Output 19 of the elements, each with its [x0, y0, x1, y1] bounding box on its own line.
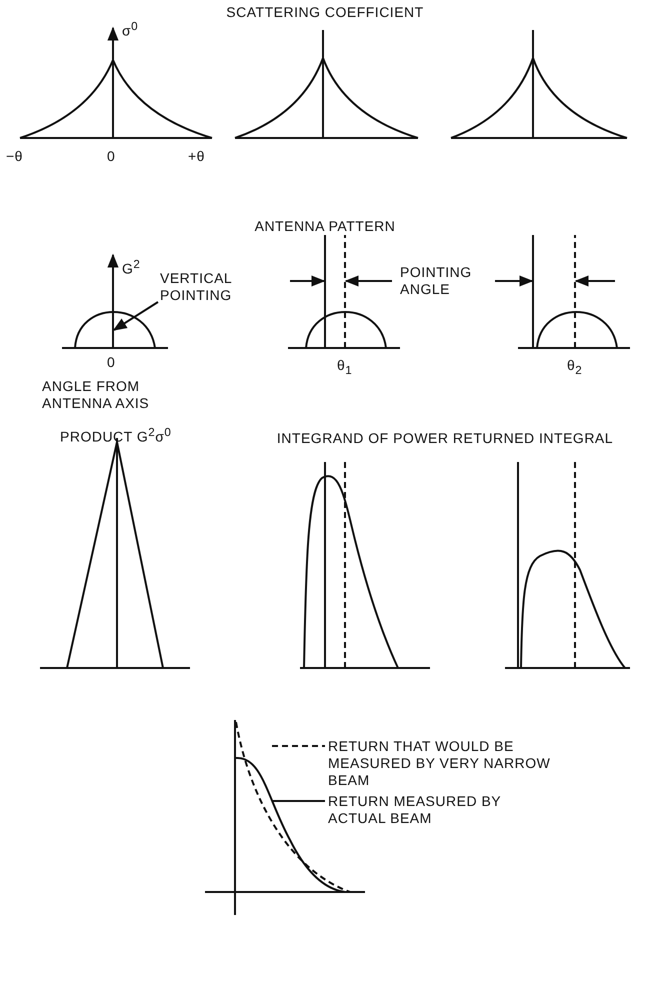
panel-heading: SCATTERING COEFFICIENT — [225, 4, 425, 21]
legend-text: RETURN MEASURED BY ACTUAL BEAM — [328, 793, 502, 827]
axis-label: σ$^{0}$ — [122, 19, 138, 40]
tick-label: −θ — [6, 148, 23, 165]
callout-text: VERTICAL POINTING — [160, 270, 270, 304]
tick-label: 0 — [107, 354, 116, 371]
tick-label: θ$_{2}$ — [567, 357, 582, 379]
annotation-text: POINTING ANGLE — [400, 264, 473, 298]
legend-text: RETURN THAT WOULD BE MEASURED BY VERY NARROW BEAM — [328, 738, 552, 789]
tick-label: θ$_{1}$ — [337, 357, 352, 379]
panel-heading: INTEGRAND OF POWER RETURNED INTEGRAL — [276, 430, 614, 447]
tick-label: 0 — [107, 148, 116, 165]
panel-heading: PRODUCT G$^{2}$σ$^{0}$ — [60, 425, 172, 446]
vertical-axis-arrow — [107, 254, 119, 348]
panel-heading: ANTENNA PATTERN — [254, 218, 396, 235]
tick-label: +θ — [188, 148, 205, 165]
axis-label: ANGLE FROM ANTENNA AXIS — [42, 378, 150, 412]
leader-line — [112, 301, 159, 331]
axis-label: G$^{2}$ — [122, 257, 140, 278]
